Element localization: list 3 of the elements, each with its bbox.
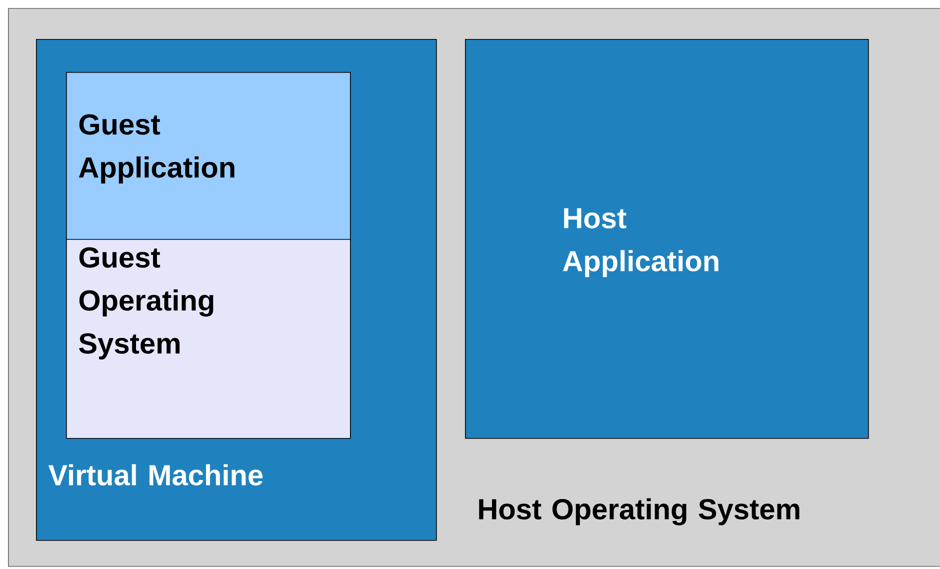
host-app-box: Host Application	[465, 39, 869, 439]
guest-os-box: Guest Operating System	[66, 239, 351, 439]
guest-app-box: Guest Application	[66, 72, 351, 240]
